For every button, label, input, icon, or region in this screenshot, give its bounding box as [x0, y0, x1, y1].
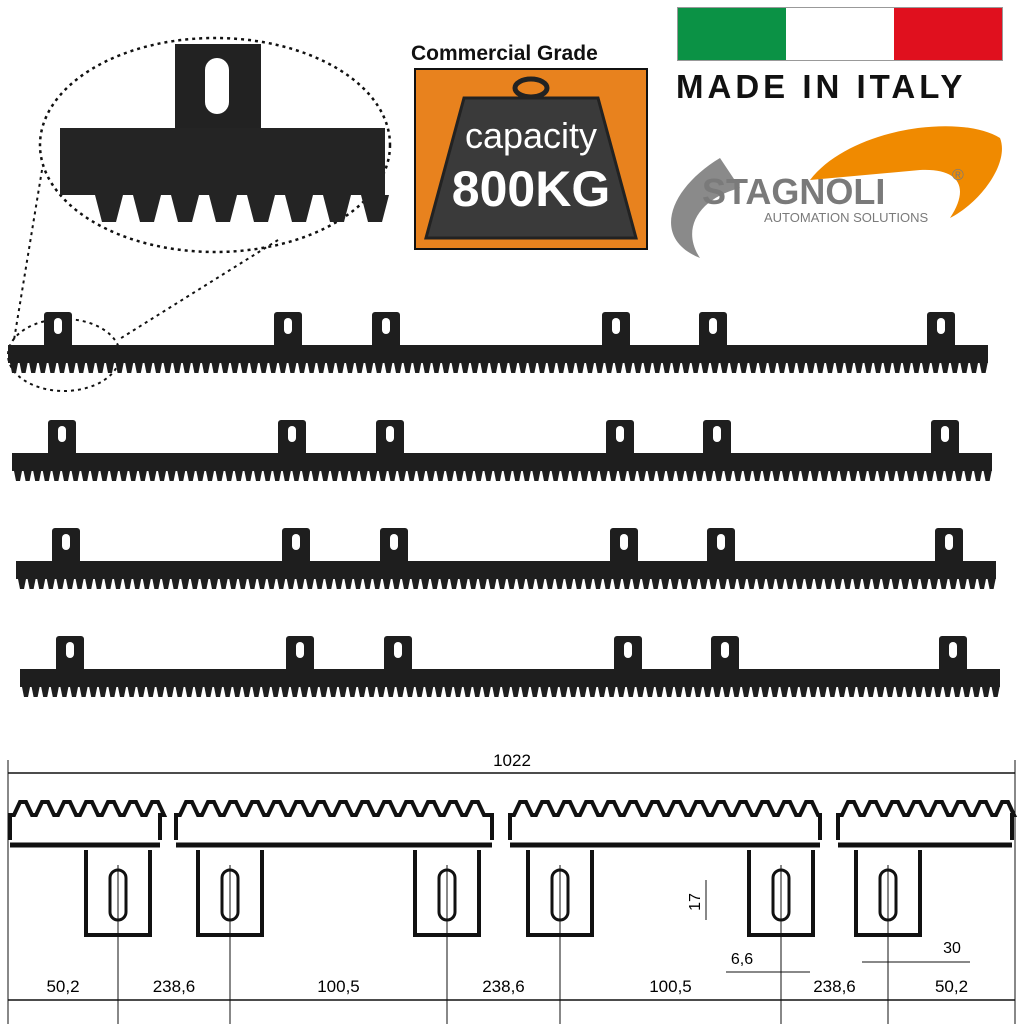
- commercial-grade-label: Commercial Grade: [411, 42, 598, 65]
- capacity-weight-badge: capacity 800KG: [414, 68, 648, 250]
- slot-width-label: 6,6: [731, 951, 753, 968]
- bottom-dimension-label: 50,2: [46, 977, 79, 996]
- capacity-label: capacity: [465, 115, 597, 156]
- gear-rack: [12, 420, 992, 481]
- rack-segment: [174, 800, 494, 848]
- gear-racks-photo: [7, 36, 1000, 697]
- zoom-teeth: [60, 195, 389, 222]
- bottom-dimension-label: 238,6: [153, 977, 196, 996]
- italian-flag: [677, 7, 1003, 61]
- zoom-detail: [7, 36, 392, 392]
- gear-rack: [8, 312, 988, 373]
- technical-drawing: 1022 50,2 238,6 100,5 238,6 100,5 238,6 50,2 1…: [7, 751, 1018, 1024]
- bracket-outline: [84, 850, 152, 1024]
- bottom-dimension-label: 50,2: [935, 977, 968, 996]
- stagnoli-logo: STAGNOLI ® AUTOMATION SOLUTIONS: [671, 126, 1002, 258]
- bracket-outline: [196, 850, 264, 1024]
- weight-icon: [424, 96, 638, 240]
- bottom-dimension-label: 238,6: [482, 977, 525, 996]
- bottom-dimension-label: 100,5: [317, 977, 360, 996]
- capacity-value: 800KG: [452, 161, 610, 217]
- rack-segment: [836, 800, 1018, 848]
- made-in-italy-label: MADE IN ITALY: [676, 68, 967, 105]
- bracket-outline: [413, 850, 481, 1024]
- bracket-outline: [854, 850, 922, 1024]
- brand-tagline: AUTOMATION SOLUTIONS: [764, 210, 929, 225]
- total-length-label: 1022: [493, 751, 531, 770]
- gear-rack: [16, 528, 996, 589]
- bottom-dimension-label: 100,5: [649, 977, 692, 996]
- slot-height-label: 17: [687, 893, 704, 911]
- registered-mark: ®: [952, 167, 964, 184]
- brand-name: STAGNOLI: [702, 171, 885, 212]
- rack-segment: [8, 800, 168, 848]
- gear-rack: [20, 636, 1000, 697]
- bracket-outline: [526, 850, 594, 1024]
- bottom-dimension-label: 238,6: [813, 977, 856, 996]
- bracket-outline: [747, 850, 815, 1024]
- rack-segment: [508, 800, 822, 848]
- bracket-width-label: 30: [943, 940, 961, 957]
